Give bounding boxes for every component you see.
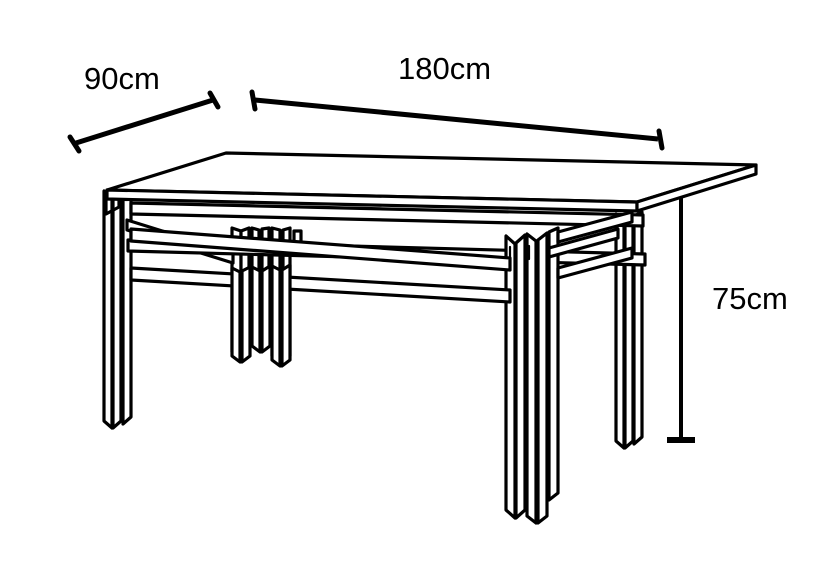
upper-apron-rail-front xyxy=(129,227,512,272)
table-figure xyxy=(102,151,758,525)
right-side-rails xyxy=(547,210,634,280)
depth-dimension-leader xyxy=(67,90,221,154)
table-top xyxy=(105,151,758,213)
depth-dimension-label: 90cm xyxy=(84,61,160,96)
center-leg-slats xyxy=(230,263,292,368)
dimension-lines xyxy=(67,89,695,443)
height-dimension-leader xyxy=(667,188,695,443)
height-dimension-label: 75cm xyxy=(712,281,788,316)
width-dimension-leader xyxy=(249,89,665,151)
lower-stretcher-rail-front xyxy=(129,266,512,304)
front-right-leg xyxy=(504,226,560,525)
width-dimension-label: 180cm xyxy=(398,51,492,86)
upper-apron-rail-back xyxy=(129,201,645,228)
